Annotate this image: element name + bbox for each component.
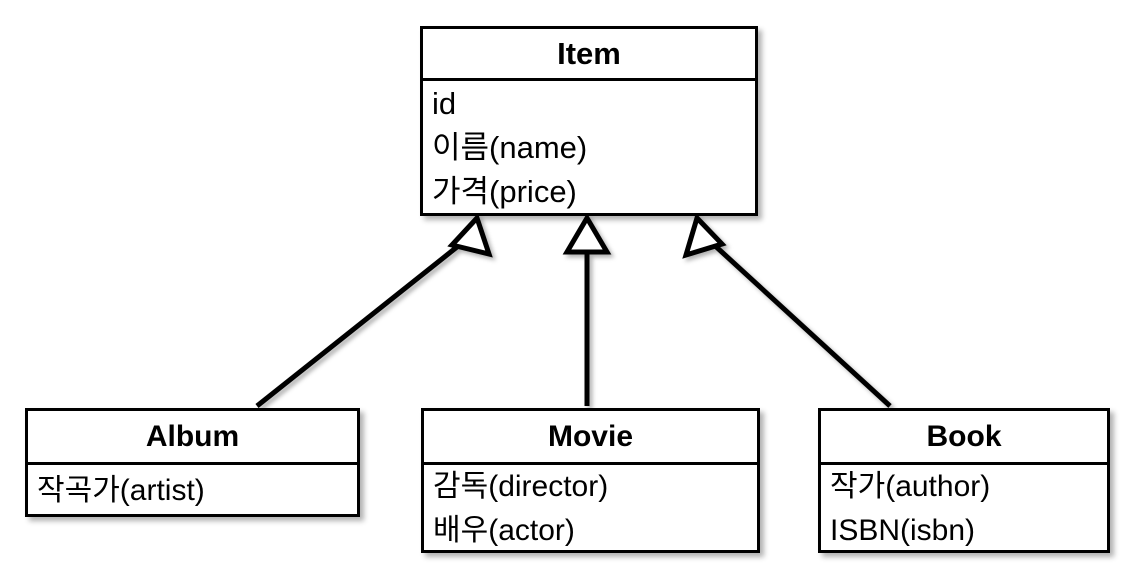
- edge-album-to-item: [255, 213, 493, 408]
- attribute-item-name: 이름(name): [432, 130, 588, 165]
- class-box-movie[interactable]: Movie 감독(director) 배우(actor): [421, 408, 760, 553]
- attribute-book-isbn: ISBN(isbn): [830, 514, 976, 547]
- class-box-book[interactable]: Book 작가(author) ISBN(isbn): [818, 408, 1110, 553]
- attribute-item-price: 가격(price): [432, 174, 577, 209]
- class-attributes-album: 작곡가(artist): [28, 462, 357, 517]
- class-box-album[interactable]: Album 작곡가(artist): [25, 408, 360, 517]
- attribute-movie-director: 감독(director): [433, 470, 609, 503]
- class-name-movie: Movie: [547, 420, 634, 453]
- attribute-item-id: id: [432, 86, 457, 121]
- class-box-item[interactable]: Item id 이름(name) 가격(price): [420, 26, 758, 216]
- class-name-item: Item: [557, 36, 621, 71]
- edge-book-to-item: [682, 213, 892, 408]
- class-name-book: Book: [926, 420, 1002, 453]
- class-attributes-book: 작가(author) ISBN(isbn): [821, 462, 1107, 553]
- class-attributes-item: id 이름(name) 가격(price): [423, 78, 755, 213]
- class-name-album: Album: [145, 420, 240, 453]
- attribute-book-author: 작가(author): [830, 470, 991, 503]
- attribute-album-artist: 작곡가(artist): [37, 474, 205, 507]
- class-attributes-movie: 감독(director) 배우(actor): [424, 462, 757, 553]
- attribute-movie-actor: 배우(actor): [433, 514, 575, 547]
- edge-movie-to-item: [562, 213, 612, 406]
